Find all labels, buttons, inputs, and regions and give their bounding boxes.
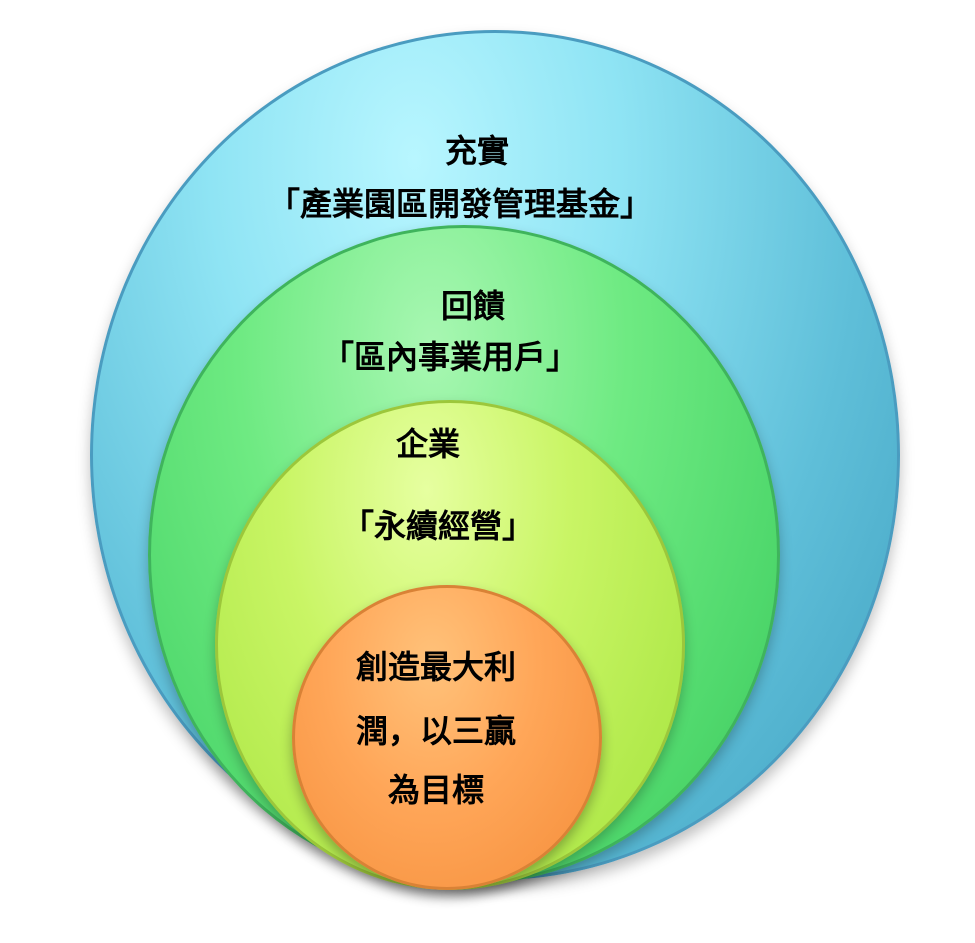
outer-circle-label-2: 「產業園區開發管理基金」 — [268, 185, 653, 223]
inner-circle — [292, 585, 602, 890]
third-circle-label-1: 企業 — [396, 425, 461, 463]
second-circle-label-1: 回饋 — [441, 287, 506, 325]
second-circle-label-2: 「區內事業用戶」 — [322, 338, 579, 376]
inner-circle-label-3: 為目標 — [388, 771, 485, 809]
inner-circle-label-1: 創造最大利 — [356, 648, 517, 686]
inner-circle-label-2: 潤，以三贏 — [356, 712, 517, 750]
third-circle-label-2: 「永續經營」 — [342, 507, 535, 545]
outer-circle-label-1: 充實 — [445, 132, 510, 170]
